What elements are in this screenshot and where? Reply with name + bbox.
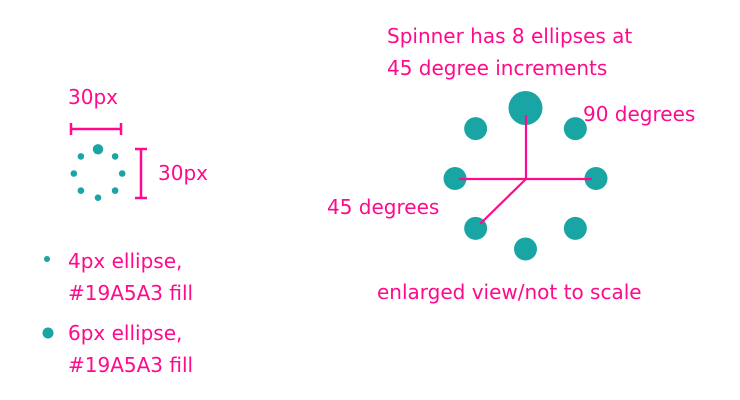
height-dimension-line (135, 147, 147, 200)
enlarged-caption: enlarged view/not to scale (377, 280, 642, 304)
small-spinner-dot-0deg (92, 144, 104, 155)
small-spinner (70, 144, 126, 201)
width-dimension-label: 30px (68, 85, 118, 109)
enlarged-spinner-group: Spinner has 8 ellipses at 45 degree incr… (327, 24, 695, 304)
angle-guides (458, 114, 593, 225)
enlarged-title-line1: Spinner has 8 ellipses at (387, 24, 632, 48)
small-spinner-group: 30px 30px (68, 85, 208, 201)
legend-item-large-ellipse: 6px ellipse, #19A5A3 fill (42, 321, 193, 377)
legend-item-small-ellipse: 4px ellipse, #19A5A3 fill (44, 249, 193, 305)
large-ellipse-swatch (42, 327, 54, 339)
enlarged-spinner-dot-0deg (508, 91, 543, 125)
enlarged-spinner (443, 91, 608, 261)
height-dimension-label: 30px (158, 161, 208, 185)
small-spinner-dot-270deg (70, 170, 78, 177)
width-dimension-line (69, 123, 123, 135)
small-spinner-dot-90deg (118, 170, 126, 177)
enlarged-spinner-dot-180deg (514, 237, 537, 261)
small-spinner-dot-45deg (111, 153, 119, 160)
legend-large-line2: #19A5A3 fill (68, 353, 193, 377)
small-spinner-dot-135deg (111, 187, 119, 194)
enlarged-spinner-dot-270deg (443, 167, 467, 190)
enlarged-title-line2: 45 degree increments (387, 56, 607, 80)
small-spinner-dot-180deg (94, 194, 102, 201)
angle-45-label: 45 degrees (327, 195, 439, 219)
small-ellipse-swatch (44, 256, 50, 262)
enlarged-spinner-dot-45deg (563, 117, 587, 141)
small-spinner-dot-315deg (77, 153, 85, 160)
angle-90-label: 90 degrees (583, 102, 695, 126)
legend-large-line1: 6px ellipse, (68, 321, 182, 345)
small-spinner-dot-225deg (77, 187, 85, 194)
legend-small-line2: #19A5A3 fill (68, 281, 193, 305)
legend: 4px ellipse, #19A5A3 fill 6px ellipse, #… (42, 249, 193, 377)
enlarged-spinner-dot-315deg (464, 117, 488, 141)
enlarged-spinner-dot-135deg (563, 216, 587, 240)
enlarged-spinner-dot-90deg (584, 167, 608, 190)
legend-small-line1: 4px ellipse, (68, 249, 182, 273)
guide-diagonal-line (479, 177, 528, 225)
